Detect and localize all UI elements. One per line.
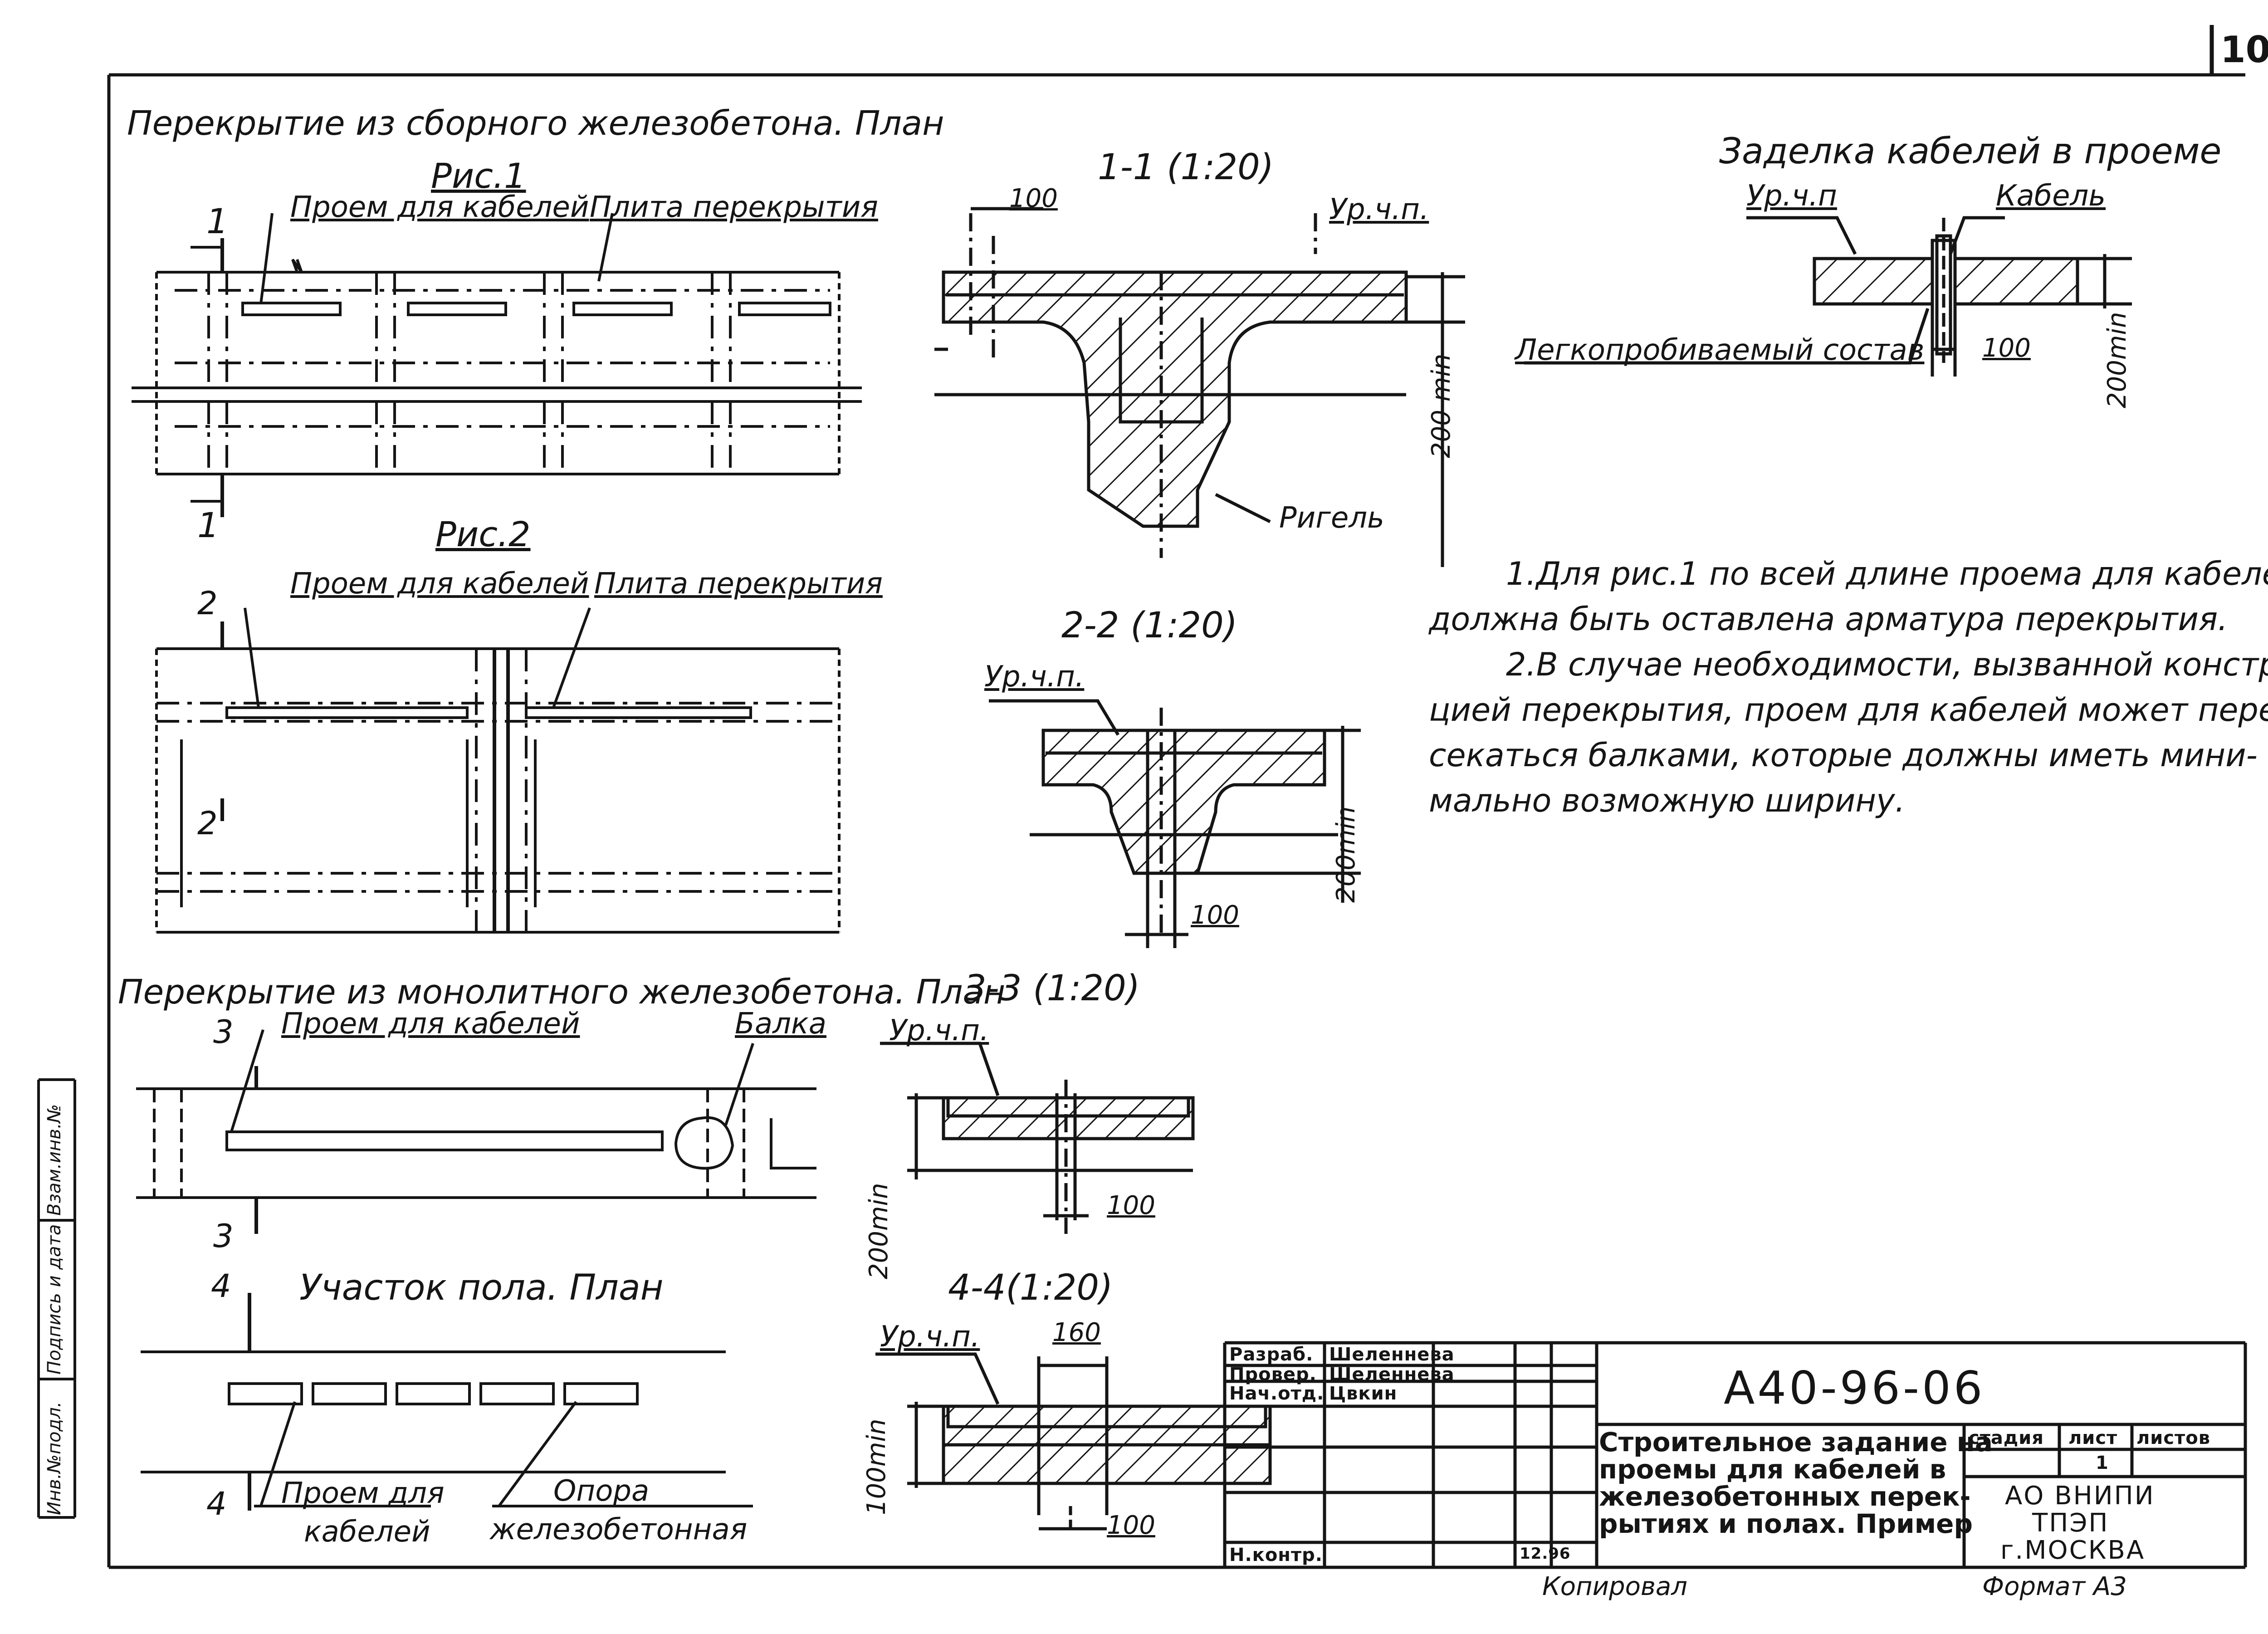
tb-copied: Копировал <box>1542 1572 1687 1601</box>
monolithic-cut-bottom: 3 <box>213 1218 234 1255</box>
side-stamp-inv: Инв.№подл. <box>44 1401 65 1515</box>
section-3-3 <box>880 1042 1195 1234</box>
floor-plan <box>141 1293 753 1511</box>
side-stamp-frame <box>37 1078 76 1519</box>
title-block-grid <box>1223 1341 2247 1567</box>
detail-dim-width: 100 <box>1982 333 2031 363</box>
fig2-label-opening: Проем для кабелей <box>290 567 589 601</box>
fig2-cut-top: 2 <box>197 585 218 622</box>
side-stamp-replace: Взам.инв.№ <box>44 1104 65 1216</box>
detail-dim-height: 200min <box>2102 312 2132 409</box>
tb-description-3: железобетонных перек- <box>1599 1481 1971 1512</box>
section-4-4 <box>875 1352 1272 1533</box>
sheet-frame <box>107 73 2245 1569</box>
plan-floor-title: Участок пола. План <box>299 1267 664 1308</box>
fig2-title: Рис.2 <box>435 514 531 554</box>
tb-date: 12.96 <box>1520 1545 1571 1563</box>
plan-precast-title: Перекрытие из сборного железобетона. Пла… <box>127 104 944 143</box>
monolithic-label-beam: Балка <box>735 1007 826 1041</box>
cable-seal-detail <box>1524 216 2132 377</box>
section-4-4-floor-level: Ур.ч.п. <box>880 1320 980 1354</box>
tb-format: Формат А3 <box>1982 1572 2127 1601</box>
monolithic-label-opening: Проем для кабелей <box>281 1007 580 1041</box>
note-line-3: 2.В случае необходимости, вызванной конс… <box>1506 646 2268 683</box>
section-4-4-dim-bottom: 100 <box>1107 1511 1155 1540</box>
detail-compound: Легкопробиваемый состав <box>1515 333 1925 367</box>
monolithic-plan <box>136 1029 816 1234</box>
fig1-title: Рис.1 <box>431 156 526 196</box>
monolithic-cut-top: 3 <box>213 1013 234 1051</box>
note-line-2: должна быть оставлена арматура перекрыти… <box>1429 601 2228 638</box>
fig1-cut-top: 1 <box>206 201 229 241</box>
tb-org-1: АО ВНИПИ <box>2005 1481 2155 1511</box>
section-3-3-dim-height: 200min <box>864 1183 894 1280</box>
note-line-4: цией перекрытия, проем для кабелей может… <box>1429 691 2268 729</box>
detail-cable: Кабель <box>1996 179 2106 213</box>
floor-label-support-2: железобетонная <box>490 1513 748 1546</box>
section-1-1-dim-height: 200 min <box>1427 353 1456 458</box>
section-1-1 <box>934 207 1465 567</box>
section-3-3-title: 3-3 (1:20) <box>964 968 1140 1009</box>
tb-name-3: Цвкин <box>1329 1383 1398 1404</box>
floor-cut-top: 4 <box>211 1267 231 1305</box>
side-stamp-sign-date: Подпись и дата <box>44 1224 65 1375</box>
section-2-2-floor-level: Ур.ч.п. <box>984 660 1085 694</box>
tb-col-sheet: лист <box>2068 1428 2118 1448</box>
fig1-cut-bottom: 1 <box>197 505 220 545</box>
tb-col-sheets: листов <box>2136 1428 2211 1448</box>
fig2-label-slab: Плита перекрытия <box>594 567 883 601</box>
tb-description-2: проемы для кабелей в <box>1599 1454 1946 1485</box>
section-1-1-title: 1-1 (1:20) <box>1098 147 1274 188</box>
detail-title: Заделка кабелей в проеме <box>1719 131 2222 172</box>
tb-col-stage: стадия <box>1969 1428 2044 1448</box>
detail-floor-level: Ур.ч.п <box>1746 179 1837 213</box>
section-1-1-dim-top: 100 <box>1009 184 1058 213</box>
tb-org-3: г.МОСКВА <box>2000 1536 2146 1565</box>
section-1-1-floor-level: Ур.ч.п. <box>1329 193 1429 226</box>
tb-role-1: Разраб. <box>1229 1344 1314 1365</box>
section-2-2-title: 2-2 (1:20) <box>1061 605 1238 646</box>
floor-cut-bottom: 4 <box>206 1485 227 1522</box>
section-4-4-dim-top: 160 <box>1052 1318 1101 1347</box>
note-line-5: секаться балками, которые должны иметь м… <box>1429 737 2258 774</box>
note-line-6: мально возможную ширину. <box>1429 782 1905 819</box>
sheet-number: 10 <box>2220 29 2268 71</box>
tb-org-2: ТПЭП <box>2032 1508 2109 1538</box>
section-2-2-dim-height: 200min <box>1331 806 1361 903</box>
section-2-2-dim-bottom: 100 <box>1191 900 1239 930</box>
tb-role-2: Провер. <box>1229 1364 1317 1385</box>
floor-label-support-1: Опора <box>553 1474 650 1508</box>
fig1-label-opening: Проем для кабелей <box>290 191 589 224</box>
section-2-2 <box>989 699 1361 948</box>
note-line-1: 1.Для рис.1 по всей длине проема для каб… <box>1506 555 2268 592</box>
tb-name-2: Шеленнева <box>1329 1364 1455 1385</box>
plan-monolithic-title: Перекрытие из монолитного железобетона. … <box>118 973 1006 1012</box>
tb-role-3: Нач.отд. <box>1229 1383 1325 1404</box>
fig2-plan <box>155 607 841 934</box>
tb-role-6: Н.контр. <box>1229 1545 1323 1566</box>
tb-description-1: Строительное задание на <box>1599 1427 1993 1458</box>
floor-label-opening-1: Проем для <box>281 1477 445 1510</box>
section-4-4-title: 4-4(1:20) <box>948 1267 1113 1308</box>
fig1-label-slab: Плита перекрытия <box>590 191 878 224</box>
section-1-1-girder: Ригель <box>1279 501 1384 535</box>
section-4-4-dim-height: 100min <box>862 1419 891 1516</box>
floor-label-opening-2: кабелей <box>304 1515 430 1549</box>
tb-description-4: рытиях и полах. Пример <box>1599 1508 1973 1539</box>
section-3-3-floor-level: Ур.ч.п. <box>889 1014 989 1047</box>
tb-sheet-value: 1 <box>2096 1453 2109 1473</box>
tb-code: А40-96-06 <box>1724 1361 1985 1414</box>
tb-name-1: Шеленнева <box>1329 1344 1455 1365</box>
section-3-3-dim-bottom: 100 <box>1107 1191 1155 1220</box>
fig2-cut-bottom: 2 <box>197 805 218 842</box>
fig1-plan <box>132 213 862 517</box>
